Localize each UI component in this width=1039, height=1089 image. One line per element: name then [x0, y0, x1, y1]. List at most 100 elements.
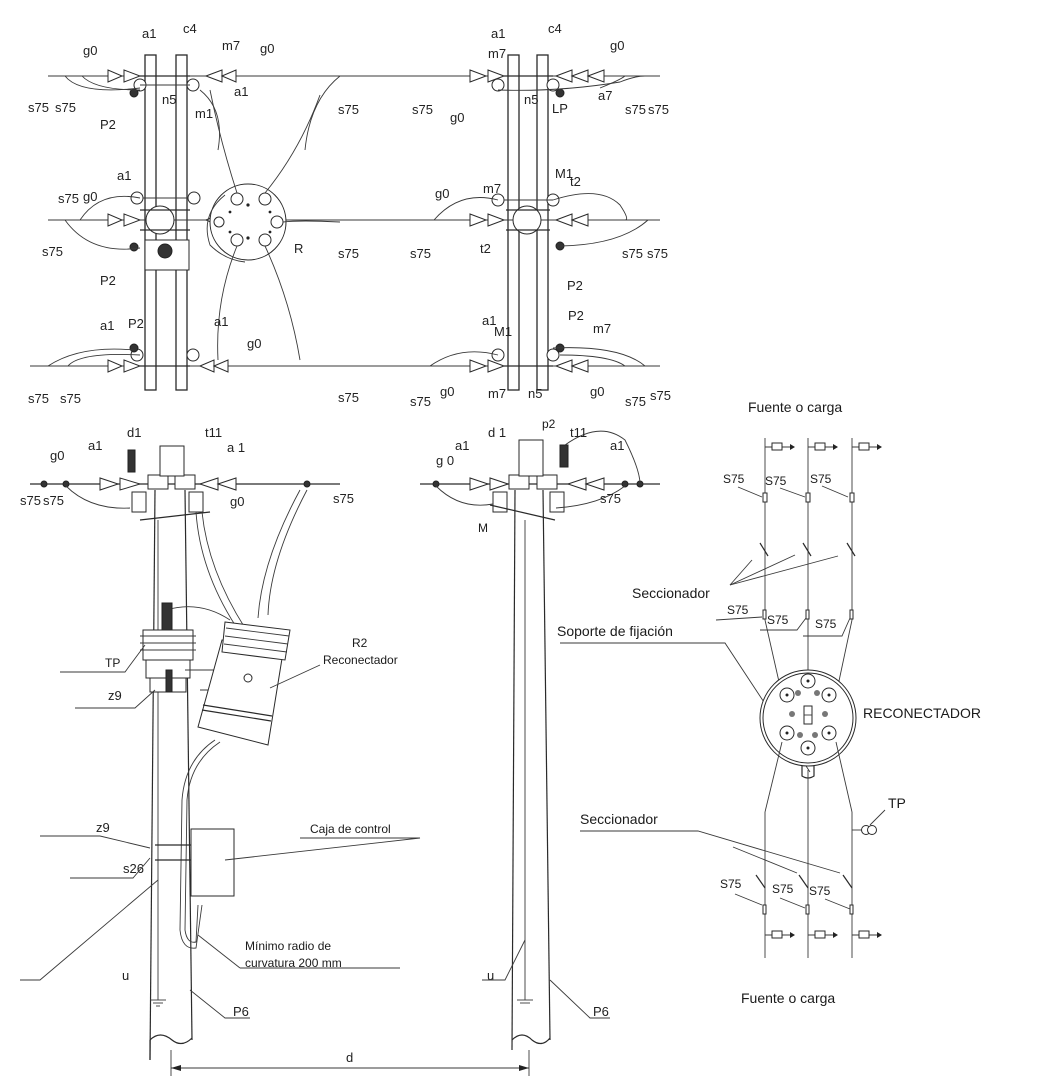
- label-g0: g0: [83, 189, 97, 204]
- schematic-top-title: Fuente o carga: [748, 399, 842, 415]
- disconnector-label: Seccionador: [632, 585, 710, 601]
- leader-lines: [20, 644, 610, 1019]
- label-s75: s75: [600, 491, 621, 506]
- label-a1: a1: [610, 438, 624, 453]
- label-s75: s75: [338, 102, 359, 117]
- label-m7: m7: [488, 46, 506, 61]
- label-g0: g0: [440, 384, 454, 399]
- label-P6: P6: [233, 1004, 249, 1019]
- label-s75: s75: [20, 493, 41, 508]
- label-g0: g0: [450, 110, 464, 125]
- potential-transformer: [140, 602, 196, 693]
- label-a1: a 1: [227, 440, 245, 455]
- label-a1: a1: [455, 438, 469, 453]
- label-g0: g0: [230, 494, 244, 509]
- termination-arrow-icon: [765, 442, 882, 451]
- label-P2: P2: [567, 278, 583, 293]
- label-a1: a1: [234, 84, 248, 99]
- label-s75: s75: [338, 246, 359, 261]
- label-s75: S75: [720, 877, 742, 891]
- span-dimension: d: [170, 1050, 530, 1076]
- label-a1: a1: [214, 314, 228, 329]
- label-a1: a1: [491, 26, 505, 41]
- label-s75: s75: [42, 244, 63, 259]
- label-S75: S75: [723, 472, 745, 486]
- support-label: Soporte de fijación: [557, 623, 673, 639]
- label-s75: s75: [58, 191, 79, 206]
- plan-row3-left: [30, 343, 380, 373]
- label-d1: d1: [127, 425, 141, 440]
- span-dimension-label: d: [346, 1050, 353, 1065]
- reconnector-label-r2: R2: [352, 636, 368, 650]
- label-a1: a1: [142, 26, 156, 41]
- reconnector-schematic-label: RECONECTADOR: [863, 705, 981, 721]
- label-M1: M1: [494, 324, 512, 339]
- label-a1: a1: [482, 313, 496, 328]
- label-s75: S75: [767, 613, 789, 627]
- label-s75: S75: [815, 617, 837, 631]
- plan-row2-left: [48, 89, 380, 361]
- plan-labels: a1 c4 g0 m7 g0 s75 s75 n5 m1 a1 P2 s75 a…: [28, 21, 671, 409]
- label-a1: a1: [117, 168, 131, 183]
- reconnector-elevation: [197, 621, 291, 746]
- label-s75: s75: [622, 246, 643, 261]
- label-s75: s75: [625, 102, 646, 117]
- label-s75: s75: [625, 394, 646, 409]
- label-s75: s75: [338, 390, 359, 405]
- label-P2: P2: [100, 273, 116, 288]
- bend-radius-note-line1: Mínimo radio de: [245, 939, 331, 953]
- disconnector-bottom: [755, 874, 853, 889]
- label-g0: g 0: [436, 453, 454, 468]
- label-g0: g0: [435, 186, 449, 201]
- plan-row1-left: [48, 69, 430, 151]
- reconnector-schematic: [759, 669, 857, 779]
- label-s75: s75: [410, 394, 431, 409]
- elevation-left-pole: [30, 445, 340, 1061]
- label-s75: s75: [333, 491, 354, 506]
- label-u: u: [122, 968, 129, 983]
- schematic: Fuente o carga Fuente o carga S75 S75 S7…: [557, 399, 981, 1006]
- label-t11: t11: [570, 425, 587, 440]
- label-m1: m1: [195, 106, 213, 121]
- label-TP: TP: [105, 656, 120, 670]
- label-g0: g0: [50, 448, 64, 463]
- label-s75: s75: [28, 391, 49, 406]
- schematic-bottom-title: Fuente o carga: [741, 990, 835, 1006]
- label-s75: s75: [650, 388, 671, 403]
- label-m7: m7: [222, 38, 240, 53]
- label-t2: t2: [570, 174, 581, 189]
- label-s75: s75: [412, 102, 433, 117]
- label-M1: M1: [555, 166, 573, 181]
- termination-arrow-icon: [765, 930, 882, 939]
- label-s75: s75: [410, 246, 431, 261]
- label-R: R: [294, 241, 303, 256]
- label-s75: s75: [647, 246, 668, 261]
- plan-row3-right: [380, 343, 660, 373]
- label-LP: LP: [552, 101, 568, 116]
- label-P2: P2: [100, 117, 116, 132]
- label-P6: P6: [593, 1004, 609, 1019]
- label-s75: S75: [727, 603, 749, 617]
- label-p2: p2: [542, 417, 556, 431]
- label-a7: a7: [598, 88, 612, 103]
- control-box-label: Caja de control: [310, 822, 391, 836]
- label-n5: n5: [162, 92, 176, 107]
- tp-label: TP: [888, 795, 906, 811]
- label-z9: z9: [108, 688, 122, 703]
- label-t11: t11: [205, 425, 222, 440]
- bend-radius-note-line2: curvatura 200 mm: [245, 956, 342, 970]
- label-u: u: [487, 968, 494, 983]
- label-g0: g0: [247, 336, 261, 351]
- label-s75: s75: [28, 100, 49, 115]
- label-s26: s26: [123, 861, 144, 876]
- elevation-labels: d1 t11 a1 a 1 g0 g0 s75 s75 s75 TP z9 z9…: [20, 417, 624, 1019]
- label-n5: n5: [524, 92, 538, 107]
- label-S75: S75: [765, 474, 787, 488]
- tp-transformer-icon: [852, 809, 886, 835]
- control-box: [190, 828, 235, 897]
- label-a1: a1: [100, 318, 114, 333]
- label-z9: z9: [96, 820, 110, 835]
- label-s75: S75: [772, 882, 794, 896]
- label-g0: g0: [260, 41, 274, 56]
